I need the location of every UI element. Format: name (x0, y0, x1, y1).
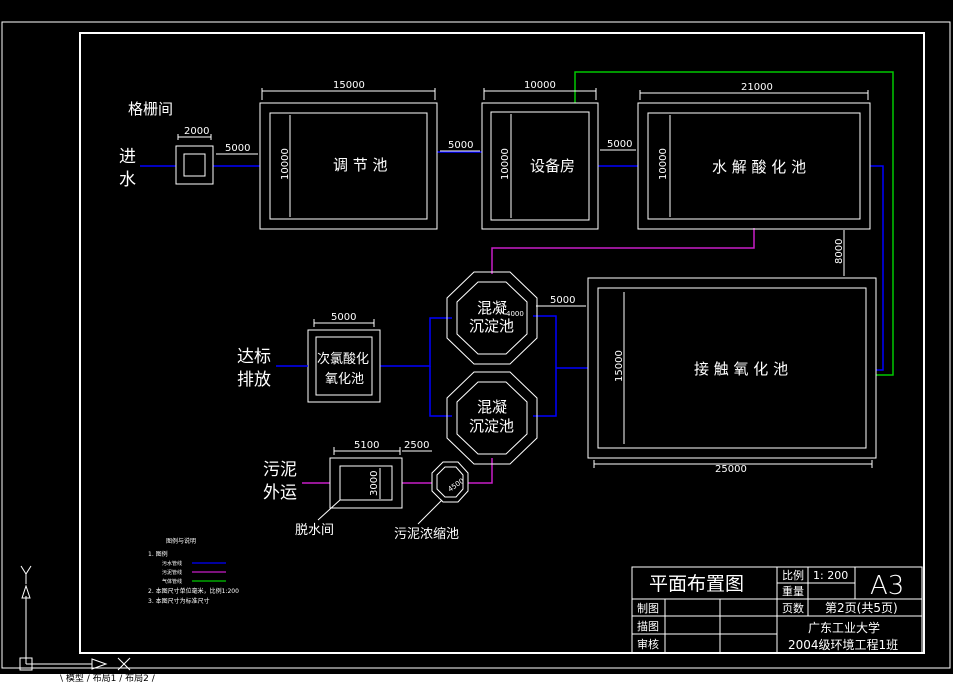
legend-sub3: 气体管线 (162, 578, 182, 585)
discharge-line1: 达标 (237, 347, 271, 367)
dewatering-room-dim-w-line (333, 447, 401, 455)
hypochlorite-tank-dim-line (313, 319, 375, 327)
dewatering-room-dim-h: 3000 (369, 471, 380, 496)
contact-oxidation-tank-dim-w: 25000 (715, 464, 747, 475)
sludge-thickener-dim: 4500 (447, 477, 466, 494)
sludge-out-line2: 外运 (263, 483, 297, 503)
gap-3-dim: 5000 (607, 139, 632, 150)
dewatering-room-dim-w: 5100 (354, 440, 379, 451)
hypochlorite-tank-line1: 次氯酸化 (317, 351, 369, 367)
gap-5-dim: 8000 (834, 239, 845, 264)
sludge-pipes (302, 228, 755, 484)
drawing-title: 平面布置图 (649, 573, 744, 595)
coag-tank-1-line1: 混凝 (477, 299, 507, 317)
inlet-label-2: 水 (119, 170, 136, 190)
weight-label: 重量 (782, 584, 804, 598)
dewatering-leader (317, 499, 341, 521)
sludge-thickener-label: 污泥浓缩池 (394, 526, 459, 542)
equipment-room-label: 设备房 (530, 157, 575, 175)
gap-4-dim: 5000 (550, 295, 575, 306)
sludge-thickener-leader (417, 499, 443, 525)
sheet-size: A3 (870, 571, 904, 601)
legend-title: 图例与说明 (166, 537, 196, 545)
sludge-thickener-gap: 2500 (404, 440, 429, 451)
equipment-room[interactable] (481, 102, 599, 230)
ucs-icon (19, 565, 131, 671)
gap-2-dim: 5000 (448, 140, 473, 151)
inner-frame (79, 32, 925, 654)
hypochlorite-tank-dim: 5000 (331, 312, 356, 323)
legend-note2: 2. 本图尺寸单位毫米，比例1:200 (148, 587, 239, 595)
gas-pipe (574, 71, 894, 376)
status-bar: \ 模型 / 布局1 / 布局2 / (0, 674, 953, 683)
legend-sub2: 污泥管线 (162, 569, 182, 576)
regulating-tank[interactable] (259, 102, 438, 230)
regulating-tank-dim-w: 15000 (333, 80, 365, 91)
inlet-label-1: 进 (119, 147, 136, 167)
traced-label: 描图 (637, 619, 659, 633)
layout-tabs[interactable]: \ 模型 / 布局1 / 布局2 / (60, 674, 155, 683)
coag-tank-1-dim: 4000 (506, 310, 524, 318)
drawn-label: 制图 (637, 602, 659, 615)
hydrolysis-tank-label: 水 解 酸 化 池 (712, 158, 806, 176)
sludge-thickener[interactable] (431, 461, 469, 503)
regulating-tank-label: 调 节 池 (333, 156, 388, 174)
dewatering-room-label: 脱水间 (295, 523, 334, 538)
equipment-room-dim-h: 10000 (500, 148, 511, 180)
coag-tank-1-line2: 沉淀池 (469, 317, 514, 335)
coag-tank-2[interactable] (446, 371, 538, 465)
coag-tank-2-line2: 沉淀池 (469, 417, 514, 435)
sludge-out-line1: 污泥 (263, 460, 297, 480)
discharge-line2: 排放 (237, 370, 271, 390)
hydrolysis-tank-dim-w-line (639, 90, 869, 100)
grid-room-label: 格栅间 (128, 100, 173, 118)
legend-note3: 3. 本图尺寸为标准尺寸 (148, 597, 210, 605)
regulating-tank-dim-h: 10000 (280, 148, 291, 180)
pages-label: 页数 (782, 602, 804, 615)
contact-oxidation-tank[interactable] (587, 277, 877, 459)
gap-1-dim: 5000 (225, 143, 250, 154)
legend: 图例与说明 1. 图例 污水管线 污泥管线 气体管线 2. 本图尺寸单位毫米，比… (148, 537, 239, 605)
hydrolysis-tank-dim-w: 21000 (741, 82, 773, 93)
hydrolysis-tank[interactable] (637, 102, 871, 230)
coag-tank-1[interactable] (446, 271, 538, 365)
contact-oxidation-tank-dim-w-line (593, 460, 873, 468)
water-pipes (140, 151, 884, 417)
org-line1: 广东工业大学 (808, 620, 880, 635)
dewatering-room[interactable] (329, 457, 403, 509)
legend-item1: 1. 图例 (148, 550, 168, 558)
org-line2: 2004级环境工程1班 (788, 637, 898, 652)
grid-room-dim-line (177, 134, 212, 140)
equipment-room-dim-w: 10000 (524, 80, 556, 91)
grid-room[interactable] (175, 145, 214, 185)
equipment-room-dim-w-line (483, 88, 597, 100)
coag-tank-2-line1: 混凝 (477, 398, 507, 416)
outer-frame (1, 21, 951, 669)
grid-room-dim: 2000 (184, 126, 209, 137)
regulating-tank-dim-w-line (261, 88, 436, 100)
hydrolysis-tank-dim-h: 10000 (658, 148, 669, 180)
review-label: 审核 (637, 637, 659, 651)
scale-label: 比例 (782, 568, 804, 582)
legend-sub1: 污水管线 (162, 560, 182, 567)
pages-value: 第2页(共5页) (825, 601, 898, 615)
scale-value: 1: 200 (813, 569, 848, 582)
contact-oxidation-tank-dim-h: 15000 (614, 350, 625, 382)
hypochlorite-tank-line2: 氧化池 (325, 372, 364, 387)
contact-oxidation-tank-label: 接 触 氧 化 池 (694, 360, 788, 378)
title-block (631, 566, 923, 654)
